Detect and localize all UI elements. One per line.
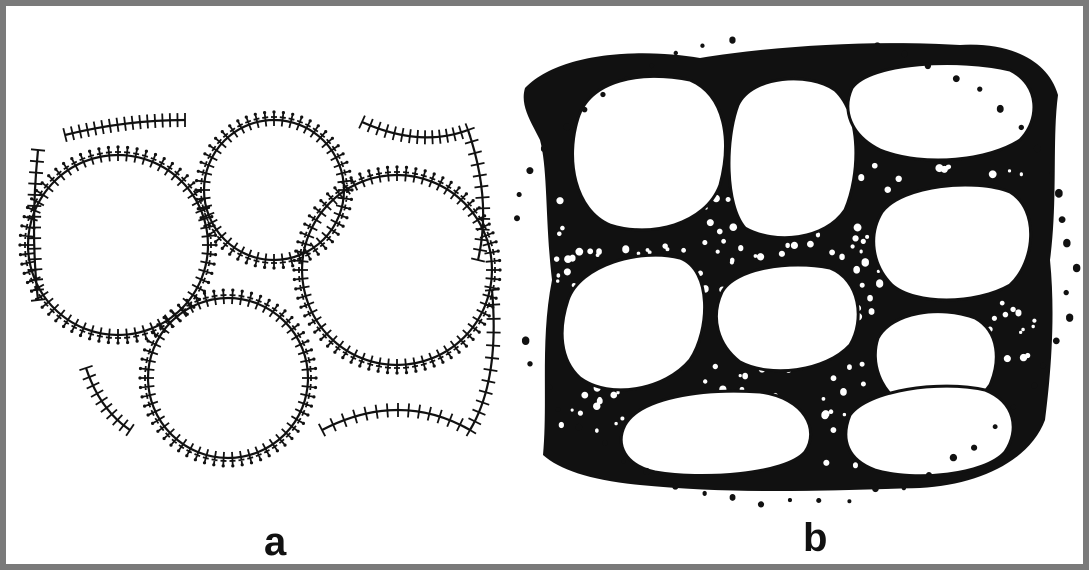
panel-label-a: a: [264, 522, 286, 562]
cell-8: [621, 391, 810, 475]
cell-2: [729, 79, 856, 238]
panel-label-b: b: [803, 518, 827, 558]
cell-9: [846, 386, 1013, 476]
cell-4: [874, 185, 1031, 300]
cell-1: [573, 76, 726, 229]
cell-6: [716, 265, 858, 371]
panel-b-diagram: [514, 36, 1080, 507]
cell-3: [848, 64, 1034, 160]
panel-b-cells: [562, 64, 1034, 476]
